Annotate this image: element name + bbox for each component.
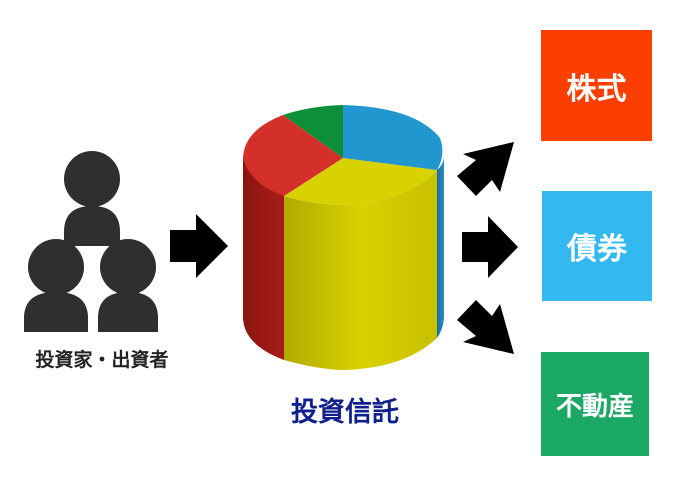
cylinder-side-red	[243, 158, 284, 360]
arrow-right-icon	[170, 214, 228, 278]
person-icon	[64, 151, 120, 246]
asset-label: 株式	[566, 71, 627, 107]
pie-slice-red	[243, 115, 343, 196]
person-icon	[98, 239, 158, 332]
cylinder-side-yellow	[284, 170, 437, 370]
fund-label: 投資信託	[291, 397, 399, 428]
pie-slice-green	[283, 105, 343, 158]
asset-box-stocks: 株式	[541, 30, 652, 141]
fund-cylinder-icon	[243, 105, 444, 370]
cylinder-side-blue	[437, 158, 444, 338]
investors-icon	[24, 151, 158, 332]
asset-box-real-estate: 不動産	[541, 352, 649, 456]
asset-box-bonds: 債券	[542, 191, 652, 301]
asset-label: 不動産	[555, 391, 634, 422]
investors-label: 投資家・出資者	[35, 349, 169, 371]
asset-label: 債券	[567, 232, 627, 267]
person-icon	[24, 239, 88, 332]
arrow-right-icon	[462, 216, 518, 278]
pie-slice-blue	[343, 105, 443, 170]
arrow-down-right-icon	[457, 300, 514, 354]
pie-slice-yellow	[284, 158, 437, 205]
arrow-up-right-icon	[457, 142, 514, 196]
